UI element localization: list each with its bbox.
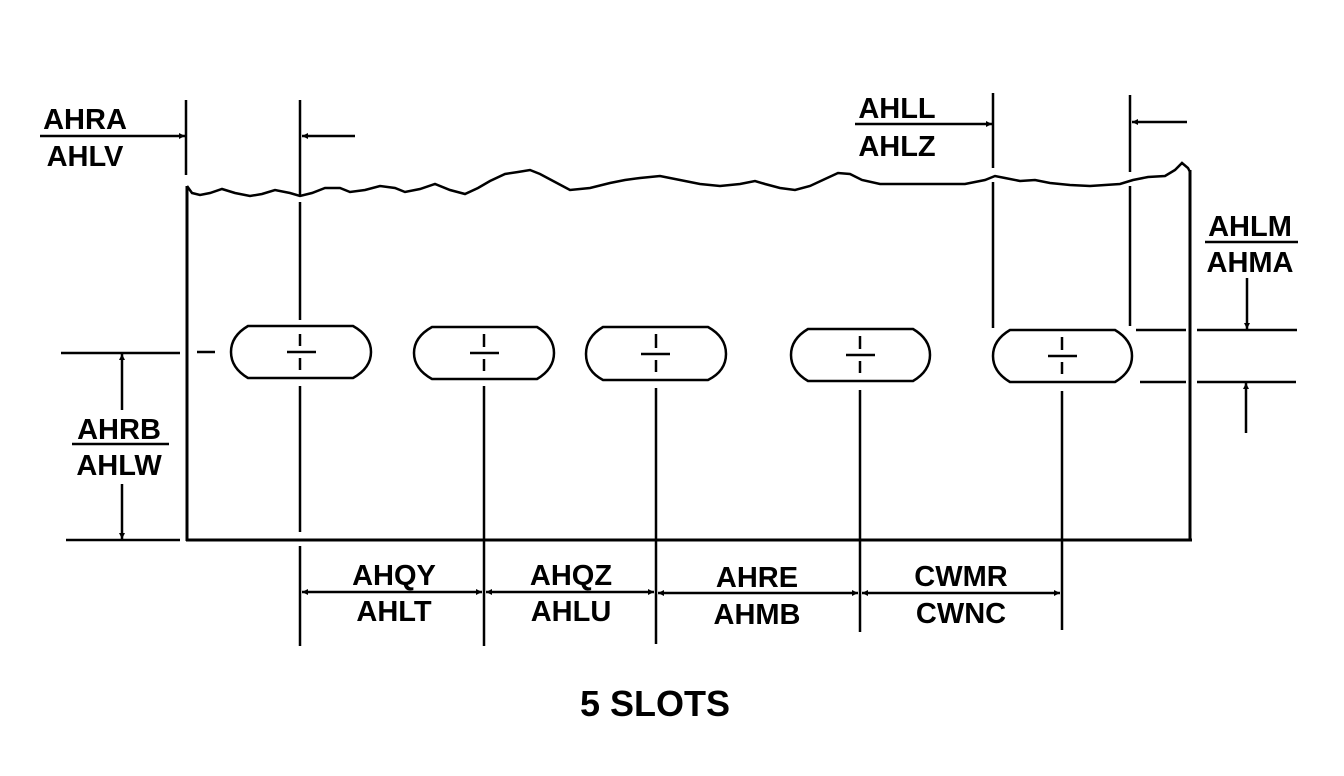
centerlines (197, 100, 1064, 646)
dim-spacing-4-bottom: CWNC (916, 598, 1006, 630)
dim-left-offset-top: AHRA (43, 104, 127, 136)
diagram-title: 5 SLOTS (580, 683, 730, 724)
dim-spacing-4-top: CWMR (914, 561, 1007, 593)
dimension-right-offset: AHLL AHLZ (855, 93, 1187, 328)
dim-slot-width-bottom: AHMA (1207, 247, 1294, 279)
dimension-spacing-3: AHRE AHMB (658, 562, 858, 631)
dim-right-offset-bottom: AHLZ (858, 131, 935, 163)
slot-5 (991, 328, 1134, 384)
slot-3 (584, 325, 728, 382)
part-outline (185, 161, 1192, 542)
slot-1 (229, 324, 373, 380)
dimension-slot-width: AHLM AHMA (1136, 211, 1298, 433)
slots (229, 324, 1134, 384)
dim-slot-width-top: AHLM (1208, 211, 1292, 243)
dim-spacing-1-bottom: AHLT (356, 596, 431, 628)
dimension-spacing-1: AHQY AHLT (302, 560, 482, 628)
dim-spacing-3-bottom: AHMB (714, 599, 801, 631)
dimension-slot-height: AHRB AHLW (61, 351, 180, 542)
dim-spacing-2-top: AHQZ (530, 560, 612, 592)
dim-slot-height-bottom: AHLW (76, 450, 162, 482)
dimension-left-offset: AHRA AHLV (40, 100, 355, 175)
dim-spacing-1-top: AHQY (352, 560, 436, 592)
break-line (185, 161, 1192, 198)
dim-slot-height-top: AHRB (77, 414, 161, 446)
slot-4 (789, 327, 932, 383)
dim-left-offset-bottom: AHLV (47, 141, 124, 173)
dim-right-offset-top: AHLL (858, 93, 935, 125)
dim-spacing-2-bottom: AHLU (531, 596, 612, 628)
dim-spacing-3-top: AHRE (716, 562, 798, 594)
dimension-spacings: AHQY AHLT AHQZ AHLU AHRE AHMB CWMR CWNC (302, 560, 1060, 631)
dimension-spacing-2: AHQZ AHLU (486, 560, 654, 628)
dimension-spacing-4: CWMR CWNC (862, 561, 1060, 630)
slot-2 (412, 325, 556, 381)
